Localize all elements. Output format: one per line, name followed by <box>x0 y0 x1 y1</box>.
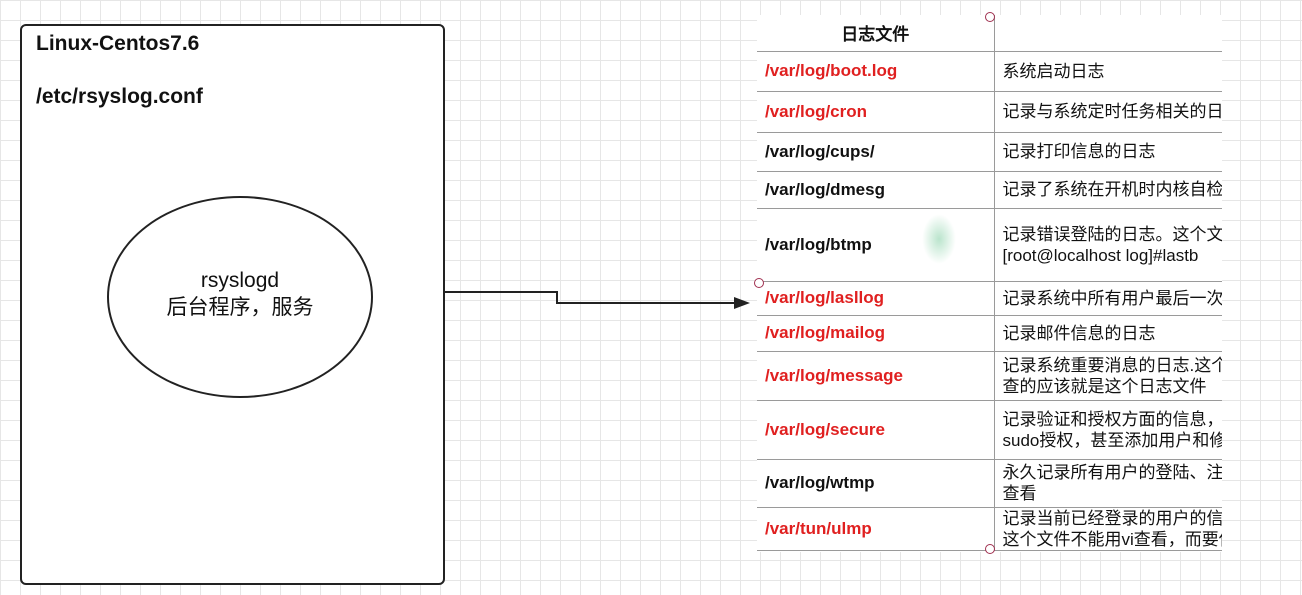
rsyslogd-ellipse[interactable]: rsyslogd 后台程序，服务 <box>107 196 373 398</box>
log-description-cell: 记录系统重要消息的日志.这个 查的应该就是这个日志文件 <box>994 351 1222 401</box>
log-path-cell: /var/log/cups/ <box>757 132 995 172</box>
log-description-cell: 永久记录所有用户的登陆、注销 查看 <box>994 459 1222 508</box>
table-header-row: 日志文件 <box>757 15 1222 52</box>
log-description-cell: 记录验证和授权方面的信息， sudo授权，甚至添加用户和修 <box>994 400 1222 460</box>
config-path: /etc/rsyslog.conf <box>36 85 203 108</box>
log-description-cell: 记录错误登陆的日志。这个文件 [root@localhost log]#last… <box>994 208 1222 282</box>
log-path-cell: /var/log/boot.log <box>757 51 995 92</box>
daemon-name: rsyslogd <box>200 269 280 292</box>
log-description-cell: 系统启动日志 <box>994 51 1222 92</box>
log-path-cell: /var/log/mailog <box>757 315 995 352</box>
log-description-cell: 记录与系统定时任务相关的日志 <box>994 91 1222 133</box>
selection-handle-bottom[interactable] <box>985 544 995 554</box>
log-path-cell: /var/log/wtmp <box>757 459 995 508</box>
selection-handle-left[interactable] <box>754 278 764 288</box>
table-row[interactable]: /var/log/cups/记录打印信息的日志 <box>757 132 1222 172</box>
log-description-cell: 记录打印信息的日志 <box>994 132 1222 172</box>
daemon-description: 后台程序，服务 <box>166 296 314 319</box>
log-path-cell: /var/log/dmesg <box>757 171 995 209</box>
log-path-cell: /var/log/cron <box>757 91 995 133</box>
log-path-cell: /var/tun/ulmp <box>757 507 995 551</box>
log-description-cell: 记录系统中所有用户最后一次登 <box>994 281 1222 316</box>
log-path-cell: /var/log/btmp <box>757 208 995 282</box>
linux-host-box[interactable]: Linux-Centos7.6 /etc/rsyslog.conf rsyslo… <box>20 24 445 585</box>
header-log-file: 日志文件 <box>757 15 995 52</box>
log-description-cell: 记录当前已经登录的用户的信息 这个文件不能用vi查看，而要使 <box>994 507 1222 551</box>
log-path-cell: /var/log/secure <box>757 400 995 460</box>
log-description-cell: 记录了系统在开机时内核自检的 <box>994 171 1222 209</box>
host-title: Linux-Centos7.6 <box>36 32 200 55</box>
log-path-cell: /var/log/lasllog <box>757 281 995 316</box>
blur-artifact <box>922 214 956 264</box>
log-description-cell: 记录邮件信息的日志 <box>994 315 1222 352</box>
selection-handle-top[interactable] <box>985 12 995 22</box>
log-path-cell: /var/log/message <box>757 351 995 401</box>
header-description <box>994 15 1222 52</box>
